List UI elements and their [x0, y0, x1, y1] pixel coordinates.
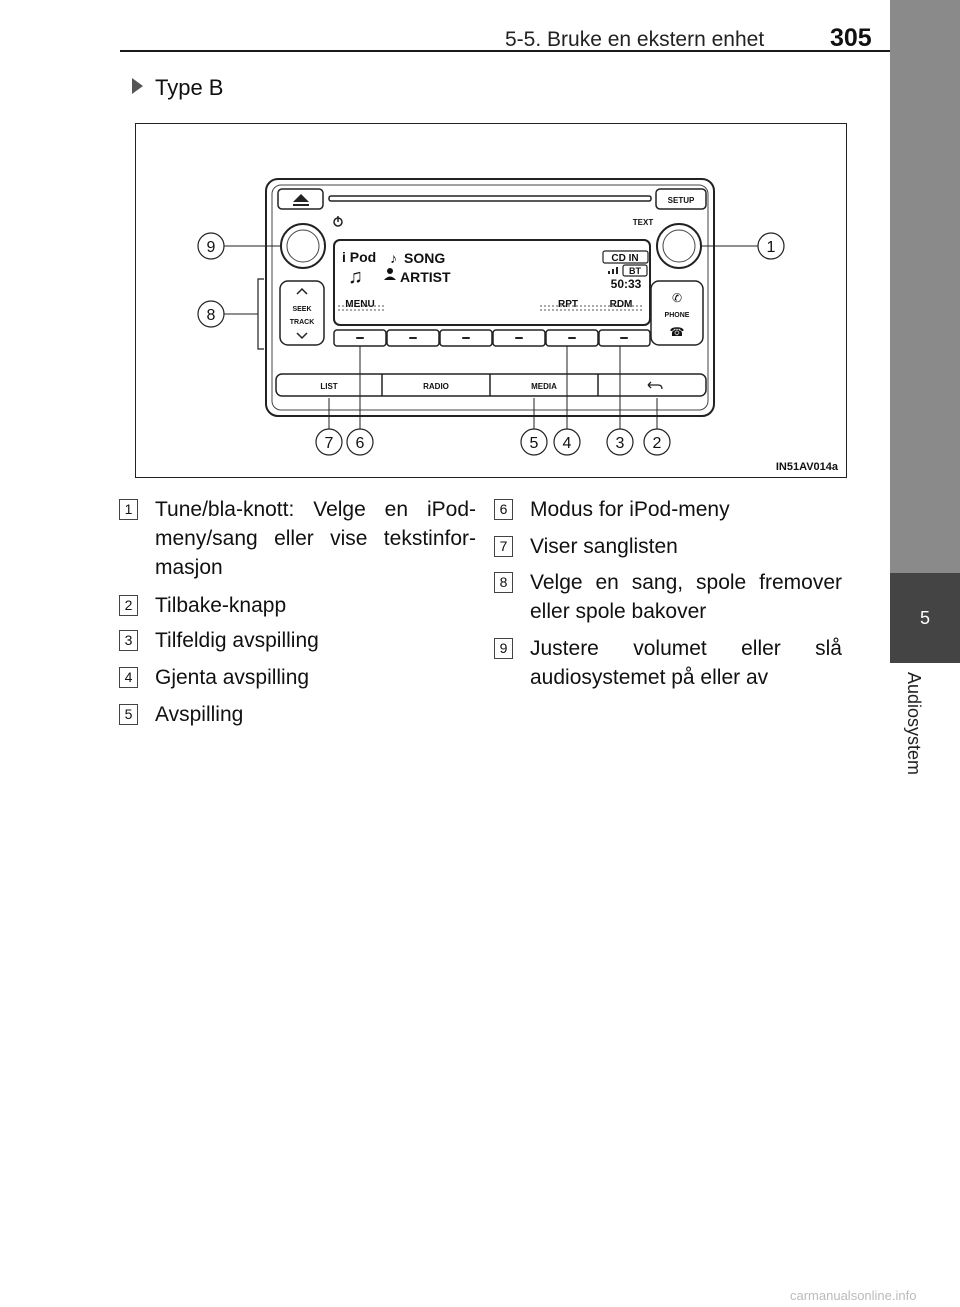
- header-rule: [120, 50, 890, 52]
- callout-7: 7: [325, 435, 334, 452]
- display-rdm: RDM: [610, 299, 633, 310]
- display-cd-in: CD IN: [611, 253, 638, 264]
- legend-number: 2: [119, 595, 138, 616]
- display-rpt: RPT: [558, 299, 578, 310]
- cd-in-badge: [602, 250, 649, 264]
- display-artist: ARTIST: [400, 269, 451, 285]
- callout-5: 5: [530, 435, 539, 452]
- callout-6: 6: [356, 435, 365, 452]
- figure-code: IN51AV014a: [775, 461, 838, 473]
- legend-item-2: 2 Tilbake-knapp: [119, 591, 476, 621]
- bt-badge: [622, 264, 648, 277]
- chapter-number: 5: [890, 573, 960, 663]
- back-arrow-icon: [647, 381, 663, 390]
- signal-icon: [608, 267, 618, 274]
- legend-number: 8: [494, 572, 513, 593]
- subheading: Type B: [132, 75, 223, 101]
- legend-item-9: 9 Justere volumet eller slå audiosysteme…: [494, 634, 842, 694]
- preset-indicators: [356, 337, 628, 339]
- chevron-up-icon: [296, 287, 308, 295]
- page-number: 305: [830, 24, 872, 52]
- audio-unit-figure: SETUP TEXT i Pod ♪ SONG ♫ ARTIST CD IN B…: [135, 123, 847, 478]
- legend-text: Tilfeldig avspilling: [155, 629, 319, 652]
- legend-text: Viser sanglisten: [530, 535, 678, 558]
- media-label: MEDIA: [531, 382, 557, 391]
- seek-label: SEEK: [292, 306, 311, 313]
- legend-text: Velge en sang, spole fremover eller spol…: [530, 571, 842, 623]
- person-icon: [387, 268, 393, 274]
- callout-markers: [197, 232, 785, 456]
- legend-text: Tune/bla-knott: Velge en iPod-meny/sang …: [155, 498, 476, 579]
- legend-number: 9: [494, 638, 513, 659]
- triangle-bullet-icon: [132, 78, 143, 94]
- legend-text: Tilbake-knapp: [155, 594, 287, 617]
- legend-item-6: 6 Modus for iPod-meny: [494, 495, 842, 525]
- chapter-title: Audiosystem: [904, 672, 924, 776]
- phone-hangup-icon: ☎: [670, 325, 685, 339]
- legend-number: 6: [494, 499, 513, 520]
- display-bt: BT: [629, 266, 641, 276]
- section-title: 5-5. Bruke en ekstern enhet: [505, 28, 765, 51]
- eject-icon: [293, 194, 309, 202]
- legend-item-8: 8 Velge en sang, spole fremover eller sp…: [494, 568, 842, 628]
- legend-item-7: 7 Viser sanglisten: [494, 532, 842, 562]
- legend-item-4: 4 Gjenta avspilling: [119, 663, 476, 693]
- setup-label: SETUP: [668, 196, 695, 205]
- legend-text: Justere volumet eller slå audiosystemet …: [530, 637, 842, 689]
- music-notes-icon: ♫: [348, 266, 363, 288]
- callout-4: 4: [563, 435, 572, 452]
- legend-number: 7: [494, 536, 513, 557]
- display-song: SONG: [404, 250, 445, 266]
- seek-track-button: [279, 280, 325, 346]
- subheading-text: Type B: [155, 75, 224, 100]
- list-label: LIST: [320, 382, 337, 391]
- chevron-down-icon: [296, 332, 308, 340]
- callout-3: 3: [616, 435, 625, 452]
- display-menu: MENU: [345, 299, 374, 310]
- legend-item-3: 3 Tilfeldig avspilling: [119, 626, 476, 656]
- legend-number: 4: [119, 667, 138, 688]
- callout-2: 2: [653, 435, 662, 452]
- legend-number: 3: [119, 630, 138, 651]
- legend-text: Gjenta avspilling: [155, 666, 310, 689]
- legend-item-1: 1 Tune/bla-knott: Velge en iPod-meny/san…: [119, 495, 476, 585]
- leader-lines: [224, 245, 758, 429]
- display-time: 50:33: [611, 277, 642, 291]
- display-ipod: i Pod: [342, 249, 376, 265]
- watermark-url: carmanualsonline.info: [790, 1288, 917, 1303]
- callout-8: 8: [207, 307, 216, 324]
- text-label: TEXT: [633, 218, 654, 227]
- legend-number: 1: [119, 499, 138, 520]
- phone-button: [650, 280, 704, 346]
- radio-label: RADIO: [423, 382, 449, 391]
- track-label: TRACK: [290, 319, 315, 326]
- phone-label: PHONE: [665, 312, 690, 319]
- cd-slot: [328, 195, 652, 202]
- bottom-button-bar: [275, 373, 707, 397]
- display-screen: [333, 239, 651, 326]
- legend-number: 5: [119, 704, 138, 725]
- side-tab-bar: [890, 0, 960, 573]
- phone-pickup-icon: ✆: [672, 291, 682, 305]
- music-note-icon: ♪: [390, 250, 397, 266]
- legend-item-5: 5 Avspilling: [119, 700, 476, 730]
- callout-9: 9: [207, 239, 216, 256]
- audio-unit-illustration: SETUP TEXT i Pod ♪ SONG ♫ ARTIST CD IN B…: [197, 178, 785, 456]
- setup-button: [655, 188, 707, 210]
- legend-text: Modus for iPod-meny: [530, 498, 730, 521]
- legend-text: Avspilling: [155, 703, 244, 726]
- callout-1: 1: [767, 239, 776, 256]
- preset-buttons: [333, 329, 651, 347]
